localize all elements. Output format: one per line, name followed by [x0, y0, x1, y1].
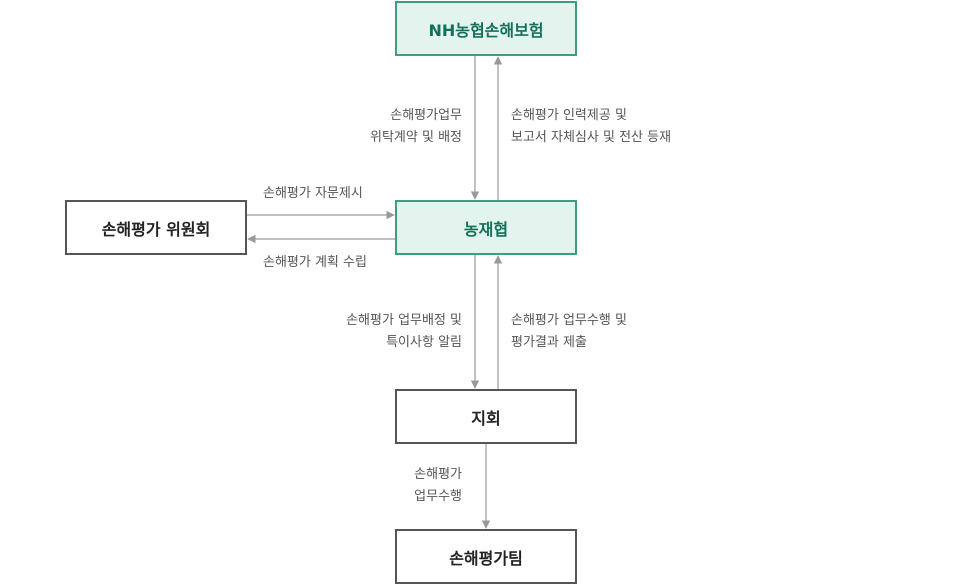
label-center-to-nh: 손해평가 인력제공 및 보고서 자체심사 및 전산 등재: [511, 108, 672, 145]
node-branch: 지회: [395, 389, 577, 444]
label-center-to-branch: 손해평가 업무배정 및 특이사항 알림: [346, 313, 462, 350]
node-committee: 손해평가 위원회: [65, 200, 247, 255]
label-nh-to-center: 손해평가업무 위탁계약 및 배정: [370, 108, 462, 145]
node-team: 손해평가팀: [395, 529, 577, 584]
label-branch-to-team: 손해평가 업무수행: [414, 467, 462, 504]
label-committee-to-center: 손해평가 계획 수립: [263, 255, 367, 270]
label-branch-to-center: 손해평가 업무수행 및 평가결과 제출: [511, 313, 627, 350]
node-center: 농재협: [395, 200, 577, 255]
node-nh-insurance: NH농협손해보험: [395, 1, 577, 56]
label-center-to-committee: 손해평가 자문제시: [263, 186, 363, 201]
